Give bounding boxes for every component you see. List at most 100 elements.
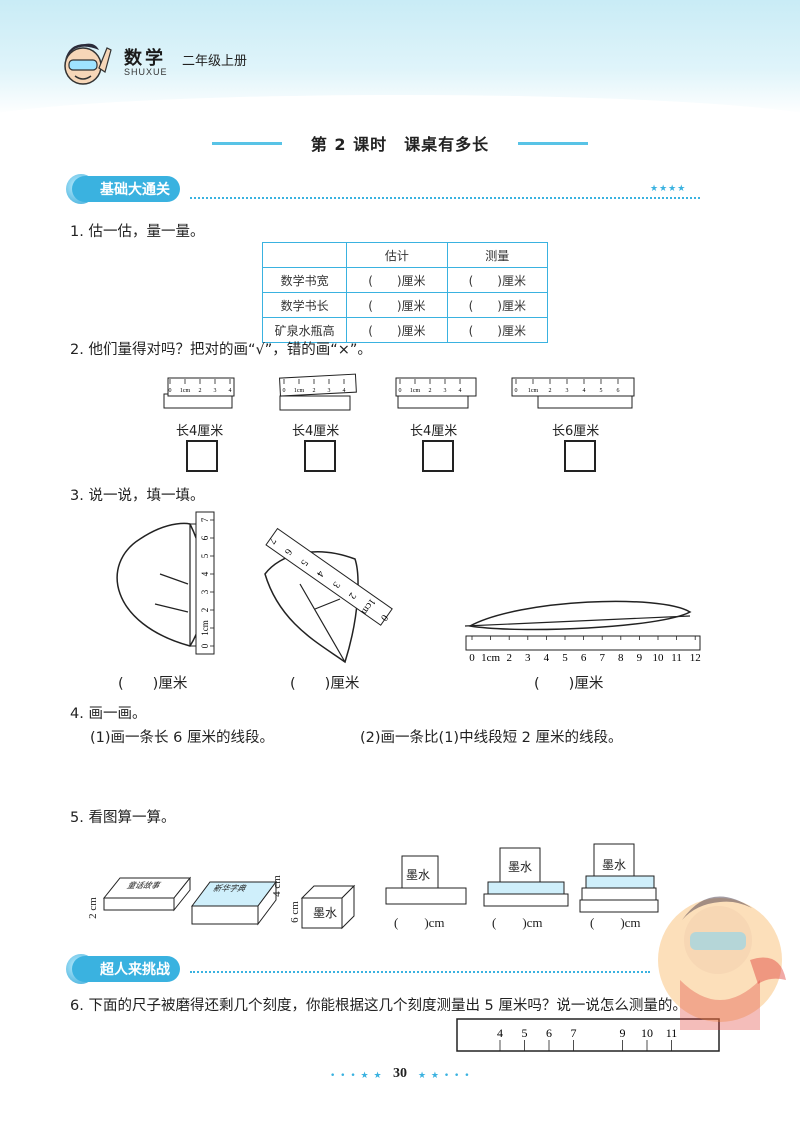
answer-box[interactable]	[422, 440, 454, 472]
ruler-tick-label: 8	[618, 652, 624, 664]
footer-stars-right: ★ ★ • • •	[418, 1071, 471, 1081]
ruler-tick-label: 0	[283, 388, 286, 394]
ruler-tick-label: 2	[313, 388, 316, 394]
dim-dictionary: 4 cm	[270, 875, 283, 897]
q2-caption: 长4厘米	[292, 424, 340, 439]
ink-label: 墨水	[406, 868, 431, 882]
ruler-tick-label: 7	[599, 652, 605, 664]
ruler-tick-label: 4	[459, 388, 462, 394]
q2-caption: 长6厘米	[552, 424, 600, 439]
question-5-prompt: 5. 看图算一算。	[70, 810, 176, 826]
ruler-tick-label: 2	[549, 388, 552, 394]
ruler-tick-label: 6	[546, 1026, 552, 1040]
ruler-tick-label: 3	[444, 388, 447, 394]
answer-box[interactable]	[564, 440, 596, 472]
ruler-tick-label: 1cm	[481, 652, 500, 664]
header-curve	[0, 95, 800, 155]
dim-storybook: 2 cm	[86, 897, 99, 919]
ruler-tick-label: 6	[282, 546, 294, 556]
ruler-tick-label: 7	[266, 535, 278, 545]
title-rule-left	[212, 142, 282, 145]
ink-label: 墨水	[313, 906, 338, 920]
q4-part-1: (1)画一条长 6 厘米的线段。	[90, 730, 274, 746]
ruler-tick-label: 2	[346, 590, 358, 600]
ruler-tick-label: 7	[200, 517, 210, 522]
ruler-tick-label: 2	[506, 652, 512, 664]
q3-answer-1[interactable]: ( )厘米	[118, 676, 188, 692]
ruler-tick-label: 0	[378, 612, 390, 622]
ruler-tick-label: 11	[671, 652, 682, 664]
table-row: 矿泉水瓶高 ( )厘米 ( )厘米	[261, 317, 549, 343]
estimate-blank[interactable]: ( )厘米	[346, 317, 448, 343]
ruler-tick-label: 1cm	[200, 620, 210, 636]
ruler-tick-label: 4	[343, 388, 346, 394]
book-storybook-label: 童话故事	[125, 881, 163, 890]
question-4-prompt: 4. 画一画。	[70, 706, 147, 722]
ruler-tick-label: 10	[653, 652, 665, 664]
ruler-tick-label: 9	[637, 652, 643, 664]
q5-blank[interactable]: ( )cm	[590, 915, 641, 930]
ruler-tick-label: 4	[583, 388, 586, 394]
ruler-tick-label: 4	[229, 388, 232, 394]
question-3-prompt: 3. 说一说，填一填。	[70, 488, 205, 504]
section-badge-challenge: 超人来挑战	[72, 956, 180, 982]
table-header-cell	[261, 242, 348, 268]
q2-caption: 长4厘米	[410, 424, 458, 439]
dim-ink: 6 cm	[288, 901, 301, 923]
question-2-prompt: 2. 他们量得对吗？把对的画“√”，错的画“×”。	[70, 342, 372, 358]
ruler-tick-label: 1cm	[410, 388, 421, 394]
ruler-tick-label: 3	[328, 388, 331, 394]
title-rule-right	[518, 142, 588, 145]
page-number: 30	[393, 1066, 407, 1081]
ruler-tick-label: 12	[690, 652, 701, 664]
tilted-ruler	[265, 527, 393, 626]
table-row: 数学书长 ( )厘米 ( )厘米	[261, 292, 549, 318]
vertical-ruler	[195, 511, 215, 655]
ruler-tick-label: 1cm	[180, 388, 191, 394]
ruler-tick-label: 6	[581, 652, 587, 664]
ruler-tick-label: 5	[298, 557, 310, 567]
estimate-blank[interactable]: ( )厘米	[346, 267, 448, 293]
ruler-tick-label: 4	[314, 568, 326, 578]
answer-box[interactable]	[304, 440, 336, 472]
ruler-tick-label: 11	[666, 1026, 678, 1040]
table-row: 数学书宽 ( )厘米 ( )厘米	[261, 267, 549, 293]
ruler-tick-label: 4	[497, 1026, 503, 1040]
ruler-tick-label: 0	[469, 652, 475, 664]
subject-title: 数学	[124, 48, 166, 69]
ruler-tick-label: 0	[200, 643, 210, 648]
ruler-tick-label: 6	[200, 535, 210, 540]
ruler-tick-label: 1cm	[294, 388, 305, 394]
q5-blank[interactable]: ( )cm	[394, 915, 445, 930]
long-ruler	[465, 635, 701, 651]
ruler-tick-label: 4	[544, 652, 550, 664]
section-divider	[190, 197, 700, 199]
answer-box[interactable]	[186, 440, 218, 472]
grade-label: 二年级上册	[182, 54, 248, 69]
q3-answer-3[interactable]: ( )厘米	[534, 676, 604, 692]
ruler-tick-label: 3	[330, 579, 342, 589]
q3-answer-2[interactable]: ( )厘米	[290, 676, 360, 692]
table-header-cell: 测量	[446, 242, 549, 268]
ruler-tick-label: 5	[600, 388, 603, 394]
ruler-tick-label: 3	[200, 589, 210, 594]
measure-blank[interactable]: ( )厘米	[446, 317, 549, 343]
footer-stars-left: • • • ★ ★	[330, 1071, 383, 1081]
stars-icon: ★★★★	[650, 184, 687, 194]
row-item: 矿泉水瓶高	[261, 317, 348, 343]
ruler-tick-label: 5	[522, 1026, 528, 1040]
q4-part-2: (2)画一条比(1)中线段短 2 厘米的线段。	[360, 730, 623, 746]
section-badge-basic: 基础大通关	[72, 176, 180, 202]
book-dictionary-label: 新华字典	[211, 884, 249, 893]
ruler-tick-label: 5	[562, 652, 568, 664]
subject-pinyin: SHUXUE	[124, 67, 168, 77]
q5-objects-diagram	[102, 843, 659, 930]
ruler-tick-label: 0	[169, 388, 172, 394]
ruler-tick-label: 2	[200, 608, 210, 613]
question-6-prompt: 6. 下面的尺子被磨得还剩几个刻度，你能根据这几个刻度测量出 5 厘米吗？说一说…	[70, 998, 687, 1014]
q5-blank[interactable]: ( )cm	[492, 915, 543, 930]
measure-blank[interactable]: ( )厘米	[446, 292, 549, 318]
measure-blank[interactable]: ( )厘米	[446, 267, 549, 293]
estimate-blank[interactable]: ( )厘米	[346, 292, 448, 318]
